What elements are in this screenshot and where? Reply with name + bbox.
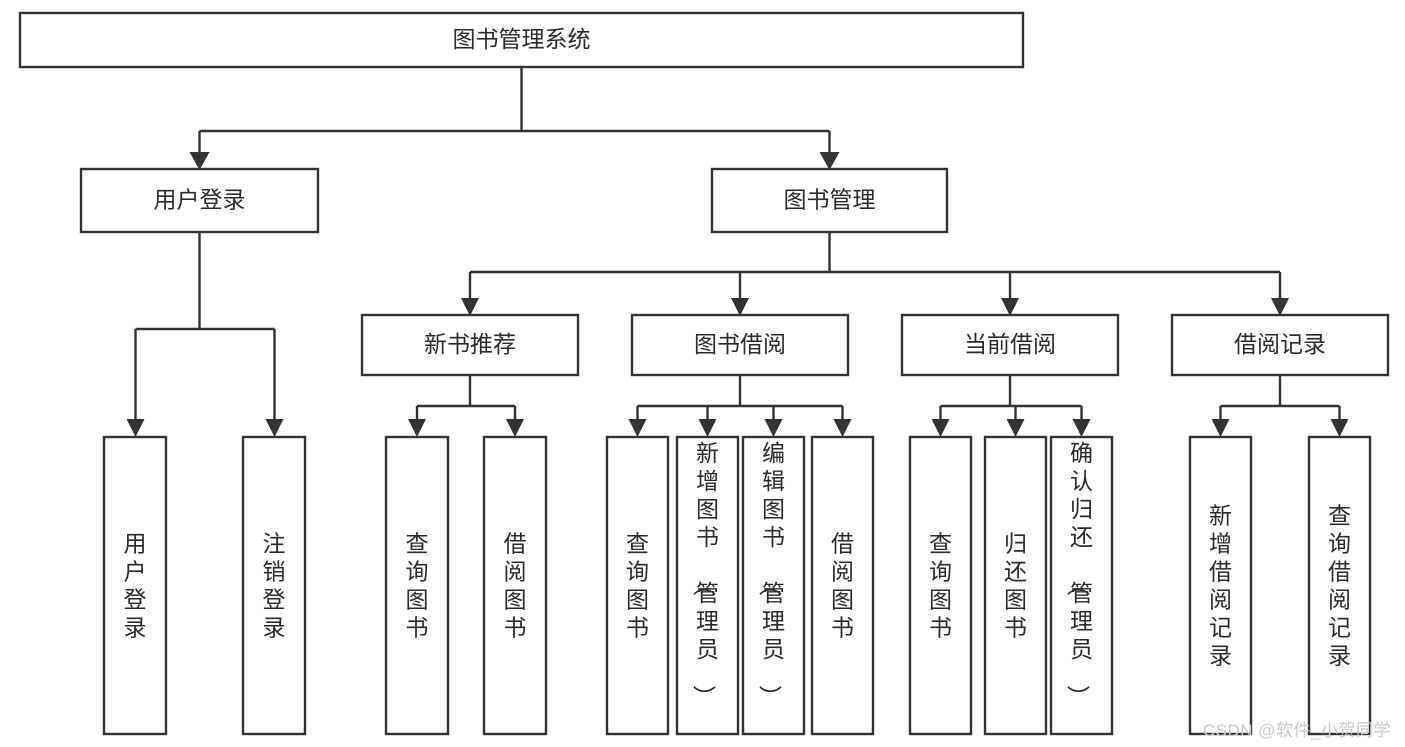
arrowhead-user-login (189, 152, 210, 170)
arrowhead-new-book-recommend (461, 298, 479, 316)
node-leaf-query-book-recommend[interactable]: 查询图书 (384, 435, 450, 736)
node-label-current-borrow: 当前借阅 (964, 331, 1056, 357)
node-current-borrow[interactable]: 当前借阅 (900, 313, 1120, 377)
node-book-borrow[interactable]: 图书借阅 (630, 313, 850, 377)
arrowhead-leaf-return-book (1006, 419, 1025, 437)
node-label-new-book-recommend: 新书推荐 (424, 331, 516, 357)
node-label-leaf-add-borrow-record: 新增借阅记录 (1209, 503, 1232, 669)
arrowhead-leaf-query-book-current (931, 419, 950, 437)
node-label-borrow-record: 借阅记录 (1234, 331, 1326, 357)
node-leaf-borrow-book-recommend[interactable]: 借阅图书 (482, 435, 548, 736)
node-box-leaf-edit-book-admin[interactable] (741, 435, 806, 736)
node-label-leaf-confirm-return-admin: 确认归还（管理员） (1065, 440, 1093, 708)
node-leaf-edit-book-admin[interactable]: 编辑图书（管理员） (741, 435, 806, 736)
arrowhead-borrow-record (1271, 298, 1289, 316)
arrowhead-book-borrow (731, 298, 749, 316)
node-label-leaf-borrow-book: 借阅图书 (831, 531, 854, 641)
node-label-leaf-query-book-recommend: 查询图书 (406, 531, 429, 641)
node-box-leaf-query-book-recommend[interactable] (384, 435, 450, 736)
arrowhead-leaf-user-login (126, 419, 145, 437)
node-leaf-add-book-admin[interactable]: 新增图书（管理员） (675, 435, 740, 736)
node-label-leaf-add-book-admin: 新增图书（管理员） (691, 440, 719, 708)
node-leaf-user-login[interactable]: 用户登录 (102, 435, 168, 736)
node-label-leaf-edit-book-admin: 编辑图书（管理员） (757, 440, 785, 708)
arrowhead-leaf-add-borrow-record (1211, 419, 1230, 437)
node-box-leaf-add-borrow-record[interactable] (1188, 435, 1253, 736)
node-label-leaf-query-borrow-record: 查询借阅记录 (1328, 503, 1351, 669)
arrowhead-book-management (819, 152, 840, 170)
node-leaf-add-borrow-record[interactable]: 新增借阅记录 (1188, 435, 1253, 736)
arrowhead-leaf-confirm-return-admin (1072, 419, 1091, 437)
node-box-user-login[interactable] (79, 167, 320, 234)
connector-layer (126, 67, 1349, 437)
node-book-management[interactable]: 图书管理 (710, 167, 949, 234)
node-leaf-return-book[interactable]: 归还图书 (983, 435, 1048, 736)
node-leaf-logout-login[interactable]: 注销登录 (241, 435, 307, 736)
node-label-leaf-logout-login: 注销登录 (263, 531, 286, 641)
node-leaf-borrow-book[interactable]: 借阅图书 (810, 435, 875, 736)
arrowhead-leaf-borrow-book-recommend (506, 419, 524, 437)
node-box-borrow-record[interactable] (1170, 313, 1390, 377)
node-label-book-borrow: 图书借阅 (694, 331, 786, 357)
node-box-book-borrow[interactable] (630, 313, 850, 377)
node-user-login[interactable]: 用户登录 (79, 167, 320, 234)
node-root[interactable]: 图书管理系统 (18, 11, 1025, 69)
arrowhead-leaf-query-borrow-record (1330, 419, 1349, 437)
node-label-leaf-borrow-book-recommend: 借阅图书 (504, 531, 527, 641)
node-box-leaf-query-book-borrow[interactable] (605, 435, 670, 736)
arrowhead-leaf-logout-login (265, 419, 284, 437)
node-label-user-login: 用户登录 (154, 187, 246, 213)
node-borrow-record[interactable]: 借阅记录 (1170, 313, 1390, 377)
node-new-book-recommend[interactable]: 新书推荐 (360, 313, 580, 377)
node-box-leaf-user-login[interactable] (102, 435, 168, 736)
node-box-leaf-logout-login[interactable] (241, 435, 307, 736)
node-box-book-management[interactable] (710, 167, 949, 234)
node-leaf-query-borrow-record[interactable]: 查询借阅记录 (1307, 435, 1372, 736)
nodes-layer: 图书管理系统用户登录图书管理新书推荐图书借阅当前借阅借阅记录用户登录注销登录查询… (18, 11, 1390, 736)
arrowhead-current-borrow (1001, 298, 1019, 316)
node-box-leaf-confirm-return-admin[interactable] (1049, 435, 1114, 736)
node-leaf-query-book-current[interactable]: 查询图书 (908, 435, 973, 736)
node-label-leaf-return-book: 归还图书 (1004, 531, 1027, 641)
node-box-leaf-query-book-current[interactable] (908, 435, 973, 736)
node-box-leaf-return-book[interactable] (983, 435, 1048, 736)
node-leaf-query-book-borrow[interactable]: 查询图书 (605, 435, 670, 736)
node-box-root[interactable] (18, 11, 1025, 69)
node-label-book-management: 图书管理 (784, 187, 876, 213)
arrowhead-leaf-add-book-admin (698, 419, 717, 437)
node-label-leaf-query-book-current: 查询图书 (929, 531, 952, 641)
arrowhead-leaf-borrow-book (833, 419, 852, 437)
arrowhead-leaf-edit-book-admin (764, 419, 783, 437)
node-box-new-book-recommend[interactable] (360, 313, 580, 377)
node-box-leaf-borrow-book[interactable] (810, 435, 875, 736)
node-box-leaf-borrow-book-recommend[interactable] (482, 435, 548, 736)
node-leaf-confirm-return-admin[interactable]: 确认归还（管理员） (1049, 435, 1114, 736)
arrowhead-leaf-query-book-borrow (628, 419, 647, 437)
arrowhead-leaf-query-book-recommend (408, 419, 426, 437)
node-box-current-borrow[interactable] (900, 313, 1120, 377)
node-box-leaf-query-borrow-record[interactable] (1307, 435, 1372, 736)
node-label-leaf-query-book-borrow: 查询图书 (626, 531, 649, 641)
node-label-leaf-user-login: 用户登录 (124, 531, 147, 641)
csdn-watermark: CSDN @软件_小贺同学 (1202, 721, 1391, 740)
node-label-root: 图书管理系统 (453, 26, 591, 52)
node-box-leaf-add-book-admin[interactable] (675, 435, 740, 736)
